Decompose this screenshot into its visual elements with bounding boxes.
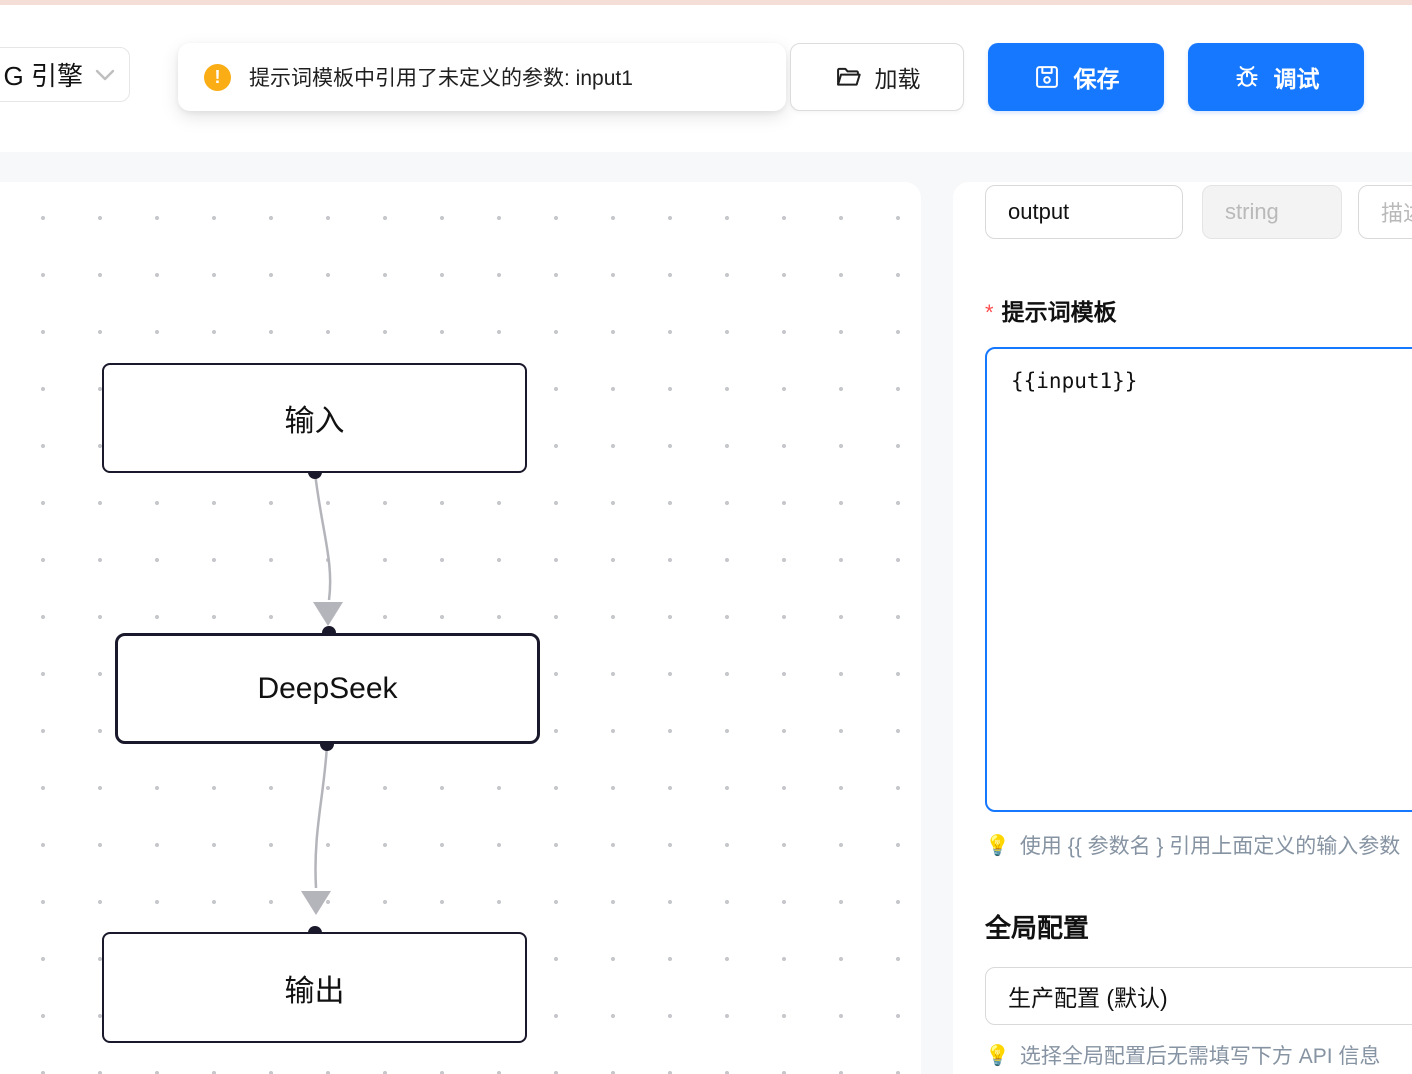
param-desc-input[interactable]: 描述: [1358, 185, 1412, 239]
global-config-select[interactable]: 生产配置 (默认): [985, 967, 1412, 1025]
edge-arrowhead: [313, 602, 343, 626]
param-desc-placeholder: 描述: [1381, 201, 1412, 226]
bulb-icon: 💡: [985, 834, 1010, 857]
chevron-down-icon: [95, 69, 115, 80]
prompt-hint-text: 使用 {{ 参数名 } 引用上面定义的输入参数: [1019, 835, 1401, 858]
load-button[interactable]: 加载: [790, 43, 964, 111]
param-name-input[interactable]: output: [985, 185, 1183, 239]
global-config-hint-text: 选择全局配置后无需填写下方 API 信息: [1019, 1045, 1381, 1068]
config-panel: output string 描述 * 提示词模板 {{input1}} 💡 使用…: [953, 182, 1412, 1074]
param-name-value: output: [1008, 199, 1070, 224]
flow-node-input[interactable]: 输入: [102, 363, 527, 473]
save-button-label: 保存: [1073, 66, 1120, 92]
global-config-hint: 💡 选择全局配置后无需填写下方 API 信息: [985, 1040, 1380, 1070]
save-button[interactable]: 保存: [988, 43, 1164, 111]
engine-selector-dropdown[interactable]: G 引擎: [0, 47, 130, 102]
load-button-label: 加载: [874, 66, 921, 92]
global-config-title: 全局配置: [985, 913, 1090, 943]
prompt-template-textarea[interactable]: {{input1}}: [985, 347, 1412, 812]
folder-open-icon: [836, 67, 861, 86]
debug-button[interactable]: 调试: [1188, 43, 1364, 111]
param-type-input[interactable]: string: [1202, 185, 1342, 239]
param-type-value: string: [1225, 199, 1279, 224]
edge-arrowhead: [301, 891, 331, 915]
debug-button-label: 调试: [1273, 66, 1320, 92]
save-icon: [1035, 66, 1058, 88]
bulb-icon: 💡: [985, 1044, 1010, 1067]
warning-toast: ! 提示词模板中引用了未定义的参数: input1: [178, 43, 786, 111]
edge-input-to-deepseek[interactable]: [313, 472, 332, 601]
node-label: 输入: [284, 405, 345, 438]
flow-node-deepseek[interactable]: DeepSeek: [115, 633, 540, 744]
flow-node-output[interactable]: 输出: [102, 932, 527, 1043]
bug-icon: [1235, 66, 1258, 87]
toast-message: 提示词模板中引用了未定义的参数: input1: [249, 67, 633, 90]
warning-icon: !: [204, 63, 231, 91]
node-label: DeepSeek: [257, 671, 398, 705]
node-label: 输出: [284, 974, 345, 1008]
prompt-hint: 💡 使用 {{ 参数名 } 引用上面定义的输入参数: [985, 830, 1400, 860]
global-config-value: 生产配置 (默认): [1008, 985, 1168, 1011]
prompt-template-label: * 提示词模板: [985, 293, 1117, 327]
prompt-template-label-text: 提示词模板: [1001, 299, 1117, 325]
engine-selector-label: G 引擎: [3, 61, 83, 91]
flow-canvas[interactable]: 输入 DeepSeek 输出: [0, 182, 921, 1074]
top-accent-strip: [0, 0, 1412, 5]
required-mark: *: [985, 300, 994, 325]
prompt-template-value: {{input1}}: [1011, 369, 1138, 393]
edge-deepseek-to-output[interactable]: [314, 744, 329, 889]
